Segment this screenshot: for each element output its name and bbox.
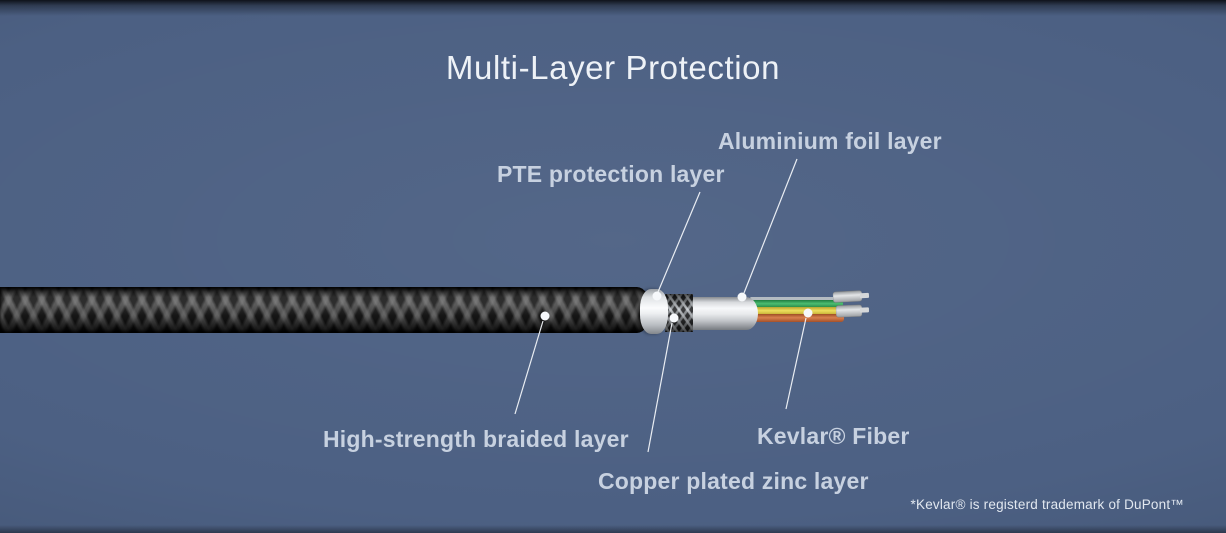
callout-label-aluminium-foil: Aluminium foil layer [718,128,942,154]
page-title: Multi-Layer Protection [445,49,781,86]
kevlar-fiber-orange [745,314,844,322]
bottom-dark-edge [0,525,1226,533]
callout-label-copper-plated-zinc: Copper plated zinc layer [598,468,869,494]
callout-label-kevlar-fiber: Kevlar® Fiber [757,423,910,449]
top-dark-edge [0,0,1226,16]
leader-line-aluminium [743,158,798,294]
callout-label-pte-protection: PTE protection layer [497,161,725,187]
leader-line-pte [657,191,701,293]
zinc-mesh-graphic [665,294,693,332]
wire-connector-top [832,290,863,303]
leader-line-copper [647,322,673,453]
trademark-footnote: *Kevlar® is registerd trademark of DuPon… [910,497,1184,512]
pte-collar-graphic [640,289,668,334]
aluminium-foil-graphic [692,297,758,330]
kevlar-fiber-green [745,300,843,308]
wire-connector-bottom [835,304,863,318]
leader-line-kevlar [785,317,807,410]
leader-line-braided [514,320,544,415]
foil-inner-edge [750,297,838,300]
kevlar-fiber-yellow [745,307,839,315]
braided-cable-graphic [0,287,651,333]
callout-label-high-strength-braided: High-strength braided layer [323,426,629,452]
